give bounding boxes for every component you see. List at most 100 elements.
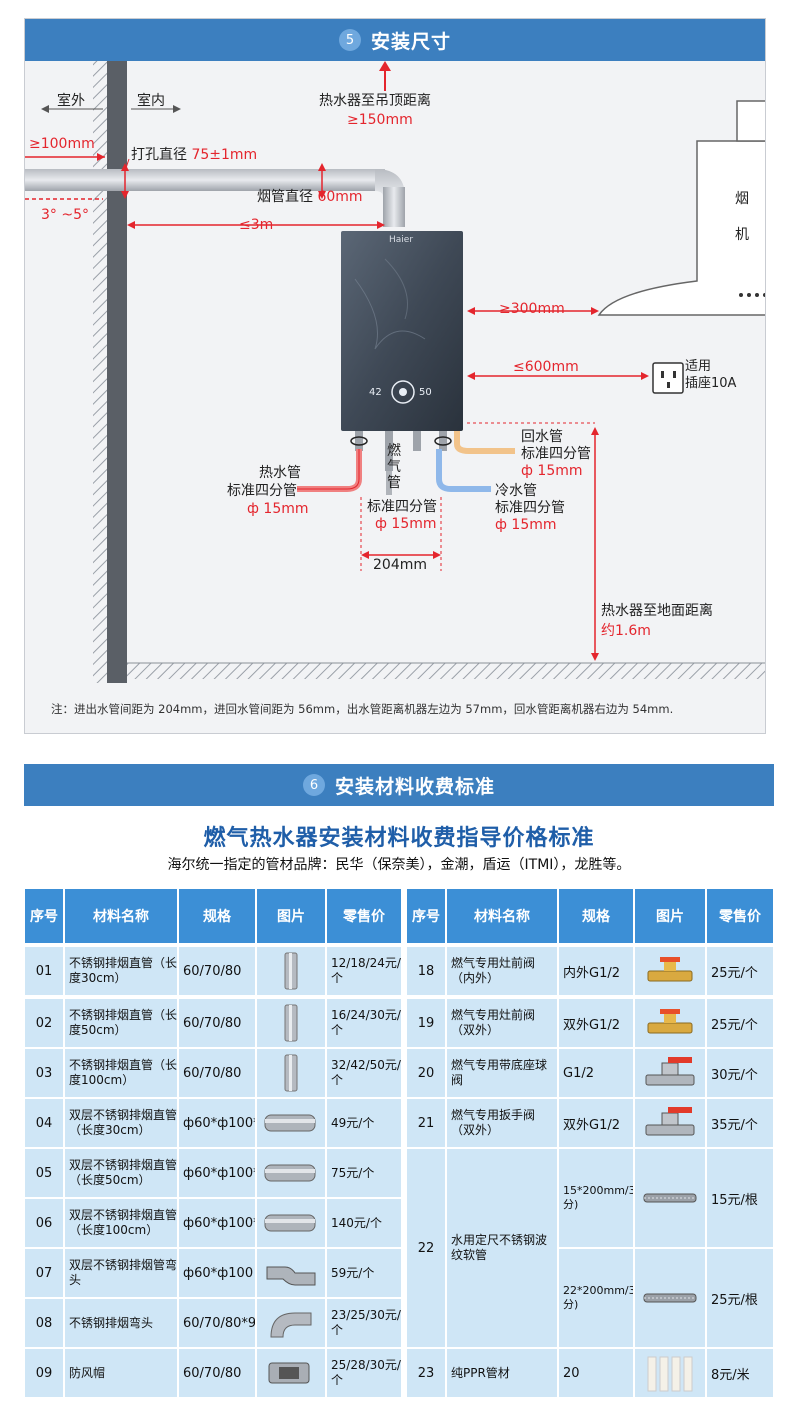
right-row-no: 21 [406, 1098, 446, 1148]
left-row-name: 不锈钢排烟直管（长度30cm） [64, 946, 178, 996]
display-left: 42 [369, 387, 382, 398]
left-row-name: 双层不锈钢排烟直管（长度30cm） [64, 1098, 178, 1148]
left-row-no: 05 [24, 1148, 64, 1198]
left-row-no: 06 [24, 1198, 64, 1248]
socket-label-1: 适用 [685, 359, 712, 374]
flue-diameter-label: 烟管直径 60mm [257, 189, 363, 205]
cold-pipe-label-3: ф 15mm [495, 517, 557, 533]
right-row-spec: 内外G1/2 [558, 946, 634, 996]
hot-pipe-label-1: 热水管 [259, 465, 301, 481]
left-row-price: 25/28/30元/个 [326, 1348, 402, 1398]
right-header-price: 零售价 [706, 888, 774, 944]
outdoor-label: 室外 [57, 93, 85, 109]
left-row-image [256, 998, 326, 1048]
left-row-spec: ф60*ф100*R90 [178, 1098, 256, 1148]
socket-distance-label: ≤600mm [513, 359, 579, 375]
left-row-image [256, 1298, 326, 1348]
left-row-spec: ф60*ф100 [178, 1248, 256, 1298]
return-pipe-label-1: 回水管 [521, 429, 563, 445]
left-row-price: 75元/个 [326, 1148, 402, 1198]
right-row-no: 23 [406, 1348, 446, 1398]
right-row-name: 纯PPR管材 [446, 1348, 558, 1398]
left-header-price: 零售价 [326, 888, 402, 944]
left-row-price: 23/25/30元/个 [326, 1298, 402, 1348]
left-row-image [256, 1098, 326, 1148]
drill-diameter-label: 打孔直径 75±1mm [131, 147, 258, 163]
right-row-price-b: 25元/根 [706, 1248, 774, 1348]
right-row-no: 19 [406, 998, 446, 1048]
right-row-spec-b: 22*200mm/300mm/400mm/500mm(6分) [558, 1248, 634, 1348]
section6-number: 6 [302, 774, 325, 796]
right-row-image [634, 1048, 706, 1098]
right-row-name: 水用定尺不锈钢波纹软管 [446, 1148, 558, 1348]
right-row-price: 25元/个 [706, 946, 774, 996]
right-row-price-a: 15元/根 [706, 1148, 774, 1248]
right-header-name: 材料名称 [446, 888, 558, 944]
hood-label-1: 烟 [735, 191, 749, 207]
right-row-spec-a: 15*200mm/300mm/400mm/500mm(4分) [558, 1148, 634, 1248]
right-row-spec: 20 [558, 1348, 634, 1398]
right-row-price: 35元/个 [706, 1098, 774, 1148]
left-row-name: 不锈钢排烟直管（长度100cm） [64, 1048, 178, 1098]
left-row-spec: ф60*ф100*R90 [178, 1148, 256, 1198]
wall-gap-label: ≥100mm [29, 136, 95, 152]
floor-hatch [127, 663, 765, 679]
left-row-spec: 60/70/80 [178, 1048, 256, 1098]
wall-hatch [93, 61, 107, 683]
floor-distance-value: 约1.6m [601, 623, 651, 639]
right-row-image-b [634, 1248, 706, 1348]
section5-number: 5 [338, 29, 361, 51]
hood-distance-label: ≥300mm [499, 301, 565, 317]
right-row-name: 燃气专用扳手阀（双外） [446, 1098, 558, 1148]
material-price-section: 6 安装材料收费标准 燃气热水器安装材料收费指导价格标准 海尔统一指定的管材品牌… [24, 764, 774, 1407]
right-row-spec: 双外G1/2 [558, 1098, 634, 1148]
left-header-no: 序号 [24, 888, 64, 944]
left-row-spec: 60/70/80 [178, 998, 256, 1048]
flue-pipe-vertical [383, 187, 405, 227]
left-row-price: 32/42/50元/个 [326, 1048, 402, 1098]
hot-pipe-label-3: ф 15mm [247, 501, 309, 517]
left-row-no: 09 [24, 1348, 64, 1398]
left-row-no: 04 [24, 1098, 64, 1148]
left-row-image [256, 1248, 326, 1298]
range-hood [597, 140, 765, 316]
install-diagram [25, 61, 765, 683]
cold-pipe-label-2: 标准四分管 [495, 500, 565, 516]
pipe-spacing-label: 204mm [373, 557, 427, 573]
right-row-price: 8元/米 [706, 1348, 774, 1398]
right-row-image [634, 1348, 706, 1398]
socket-label-2: 插座10A [685, 376, 737, 391]
gas-pipe-label-5: ф 15mm [375, 516, 437, 532]
left-row-image [256, 1048, 326, 1098]
right-header-image: 图片 [634, 888, 706, 944]
right-row-no: 22 [406, 1148, 446, 1348]
install-dimensions-section: 5 安装尺寸 [24, 18, 766, 734]
left-row-no: 01 [24, 946, 64, 996]
install-note: 注：进出水管间距为 204mm，进回水管间距为 56mm，出水管距离机器左边为 … [51, 702, 674, 716]
gas-pipe-label-3: 管 [387, 475, 401, 491]
section5-header: 5 安装尺寸 [25, 19, 765, 61]
left-row-no: 08 [24, 1298, 64, 1348]
right-header-spec: 规格 [558, 888, 634, 944]
left-header-image: 图片 [256, 888, 326, 944]
price-main-title: 燃气热水器安装材料收费指导价格标准 [203, 826, 595, 851]
gas-pipe-label-1: 燃 [387, 443, 401, 459]
section6-title: 安装材料收费标准 [334, 775, 495, 798]
left-row-spec: ф60*ф100*R90 [178, 1198, 256, 1248]
left-row-name: 防风帽 [64, 1348, 178, 1398]
right-row-no: 20 [406, 1048, 446, 1098]
left-header-spec: 规格 [178, 888, 256, 944]
left-row-price: 140元/个 [326, 1198, 402, 1248]
left-row-image [256, 1348, 326, 1398]
left-row-name: 双层不锈钢排烟管弯头 [64, 1248, 178, 1298]
right-row-name: 燃气专用灶前阀（双外） [446, 998, 558, 1048]
section5-title: 安装尺寸 [370, 30, 451, 53]
left-header-name: 材料名称 [64, 888, 178, 944]
left-row-image [256, 1198, 326, 1248]
right-row-image-a [634, 1148, 706, 1248]
socket-icon [652, 362, 684, 394]
hood-label-2: 机 [735, 227, 749, 243]
right-row-spec: G1/2 [558, 1048, 634, 1098]
right-row-name: 燃气专用带底座球阀 [446, 1048, 558, 1098]
